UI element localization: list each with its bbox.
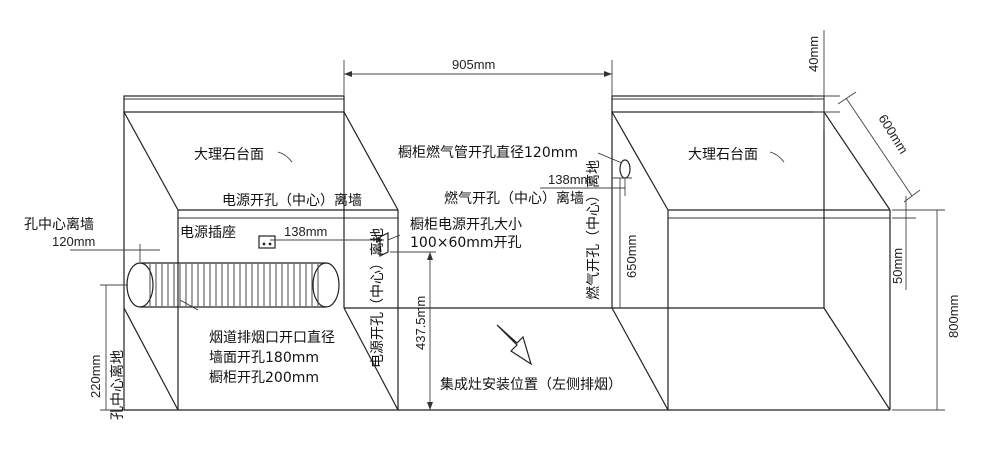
hole-center-to-floor-label: 孔中心离地 bbox=[109, 350, 126, 420]
gas-pipe-hole-label: 橱柜燃气管开孔直径120mm bbox=[398, 144, 578, 161]
cabinet-power-hole bbox=[379, 232, 389, 257]
dim-top-thickness: 40mm bbox=[806, 36, 821, 72]
dim-gas-height: 650mm bbox=[624, 235, 639, 278]
left-cabinet bbox=[123, 95, 399, 411]
text-labels: 大理石台面 大理石台面 电源开孔（中心）离墙 孔中心离墙 电源插座 橱柜电源开孔… bbox=[24, 36, 961, 420]
gas-hole-to-floor-label: 燃气开孔（中心）离地 bbox=[585, 160, 602, 300]
cabinet-power-hole-label-1: 橱柜电源开孔大小 bbox=[410, 217, 522, 233]
floor-lines bbox=[344, 307, 668, 411]
flue-label-2: 墙面开孔180mm bbox=[209, 350, 319, 366]
power-socket-icon bbox=[258, 235, 276, 249]
dim-gap-width: 905mm bbox=[452, 57, 495, 72]
dim-counter-step: 50mm bbox=[890, 248, 905, 284]
dim-hole-height: 220mm bbox=[88, 355, 103, 398]
flue-label-3: 橱柜开孔200mm bbox=[209, 370, 319, 386]
flue-duct bbox=[126, 262, 340, 308]
dim-power-height: 437.5mm bbox=[413, 296, 428, 350]
gas-hole-to-wall-label: 燃气开孔（中心）离墙 bbox=[444, 190, 584, 207]
install-position-label: 集成灶安装位置（左侧排烟） bbox=[440, 376, 622, 393]
dim-cabinet-height: 800mm bbox=[946, 295, 961, 338]
marble-top-left-label: 大理石台面 bbox=[194, 147, 264, 163]
dim-power-wall: 138mm bbox=[284, 224, 327, 239]
right-countertop-edge bbox=[611, 95, 825, 113]
cabinet-power-hole-label-2: 100×60mm开孔 bbox=[410, 235, 522, 251]
power-socket-label: 电源插座 bbox=[180, 225, 236, 241]
dimension-lines bbox=[70, 30, 945, 411]
hole-center-to-wall-label: 孔中心离墙 bbox=[24, 216, 94, 233]
marble-top-right-label: 大理石台面 bbox=[688, 147, 758, 163]
power-hole-to-wall-label: 电源开孔（中心）离墙 bbox=[222, 192, 362, 209]
left-countertop-edge bbox=[123, 95, 345, 113]
dim-gas-wall: 138mm bbox=[548, 172, 591, 187]
dim-hole-wall-left: 120mm bbox=[52, 234, 95, 249]
flue-label-1: 烟道排烟口开口直径 bbox=[209, 329, 335, 346]
power-hole-to-floor-label: 电源开孔（中心）离地 bbox=[369, 228, 386, 368]
right-cabinet bbox=[611, 95, 891, 411]
